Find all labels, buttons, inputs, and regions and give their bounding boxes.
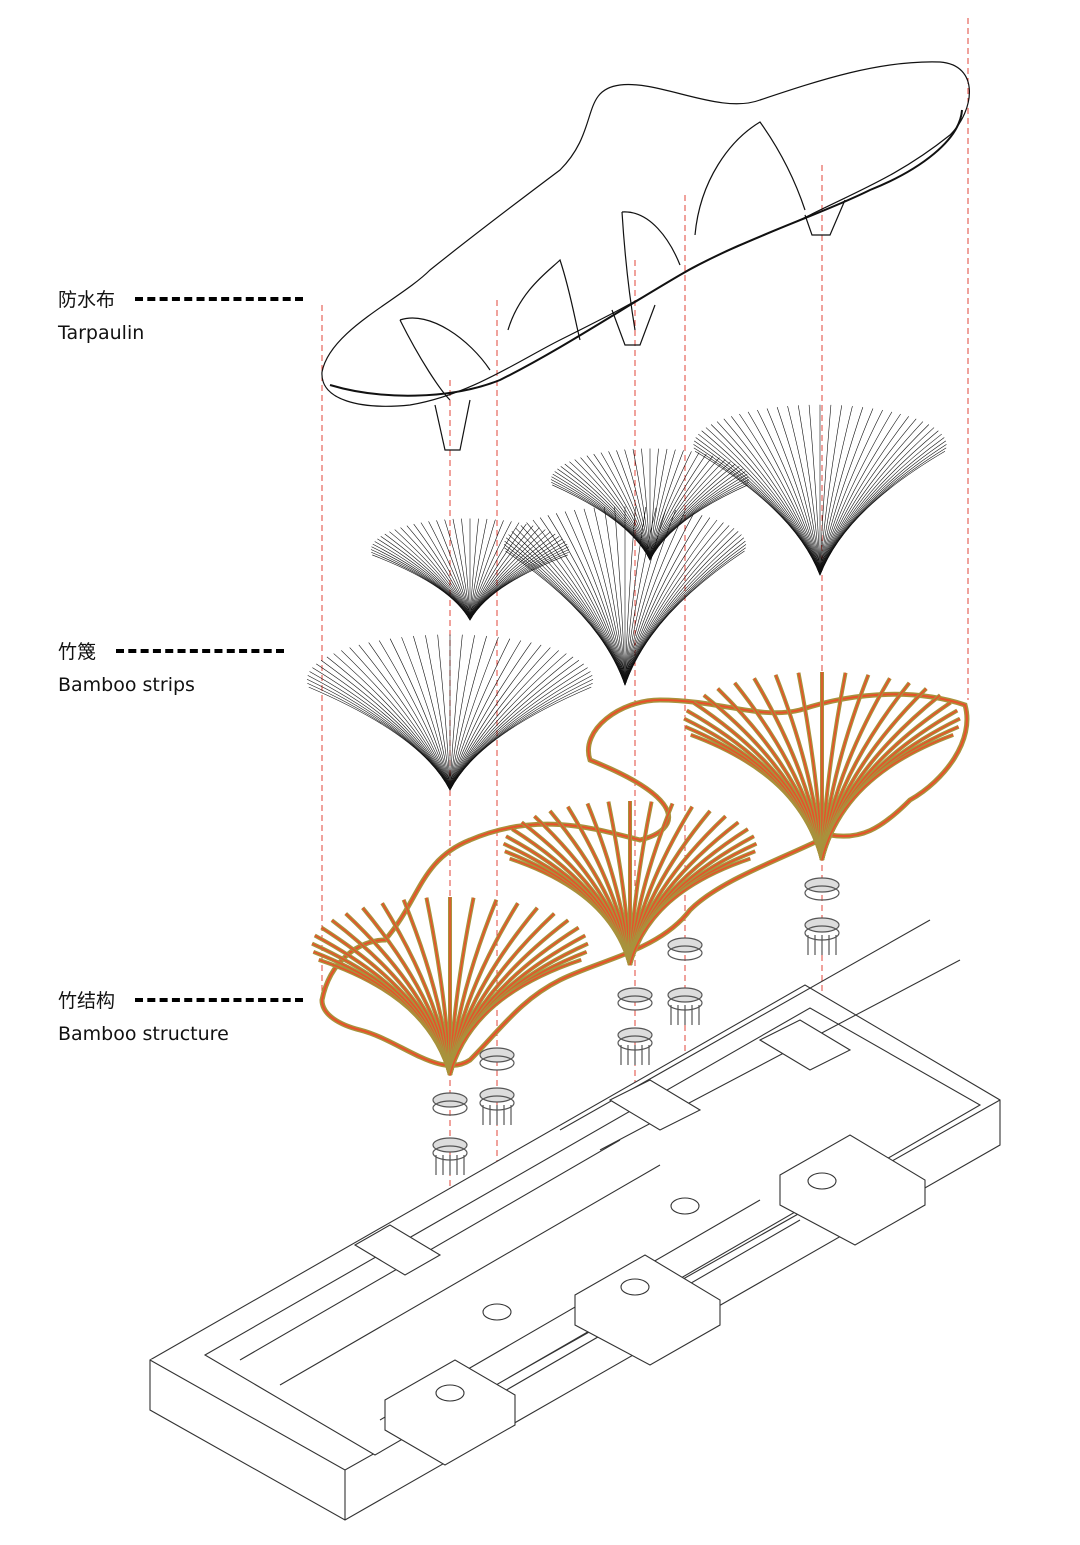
ring-connector: [432, 1137, 468, 1175]
ring-connector: [804, 877, 840, 901]
label-bamboo-strips: 竹篾 Bamboo strips: [58, 637, 285, 696]
leader-dash: [116, 648, 285, 653]
bamboo-fan: [306, 634, 594, 791]
bamboo-fan: [550, 448, 750, 561]
leader-dash: [135, 296, 304, 301]
ring-connector: [479, 1087, 515, 1125]
ring-connector: [667, 937, 703, 961]
label-cn: 竹结构: [58, 990, 116, 1012]
tarpaulin-layer: [321, 61, 970, 451]
ring-connector: [667, 987, 703, 1025]
label-cn: 防水布: [58, 289, 116, 311]
column-base-connectors: [432, 877, 840, 1175]
bamboo-fan: [693, 404, 947, 576]
label-bamboo-structure: 竹结构 Bamboo structure: [58, 986, 304, 1045]
ring-connector: [432, 1092, 468, 1116]
ring-connector: [804, 917, 840, 955]
bamboo-strips-layer: [306, 404, 947, 791]
label-tarpaulin: 防水布 Tarpaulin: [58, 285, 304, 344]
label-en: Bamboo strips: [58, 674, 195, 696]
ring-connector: [617, 1027, 653, 1065]
ring-connector: [479, 1047, 515, 1071]
structure-rib-fan: [683, 672, 961, 861]
structure-rib-fan: [311, 897, 589, 1076]
structure-rib-fan: [502, 801, 758, 966]
bamboo-fan: [370, 518, 570, 621]
label-en: Tarpaulin: [58, 322, 145, 344]
base-platform: [149, 919, 1001, 1521]
bamboo-structure-layer: [311, 672, 970, 1076]
label-en: Bamboo structure: [58, 1023, 229, 1045]
leader-dash: [135, 997, 304, 1002]
ring-connector: [617, 987, 653, 1011]
bamboo-fan: [503, 506, 747, 686]
label-cn: 竹篾: [58, 641, 97, 663]
